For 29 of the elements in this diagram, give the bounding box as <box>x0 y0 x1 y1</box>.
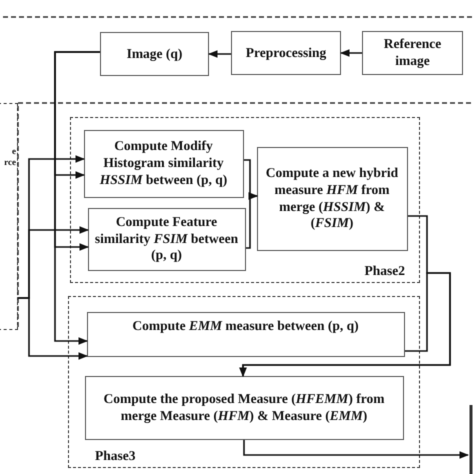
process-box <box>86 312 404 356</box>
source-frame <box>0 103 18 330</box>
process-box <box>84 376 404 440</box>
process-label: Image (q) <box>126 46 182 62</box>
phase-frame <box>68 296 420 468</box>
phase-label: Phase2 <box>364 263 405 280</box>
process-label: Compute Feature similarity FSIM between (p, q) <box>94 214 240 264</box>
phase-frame <box>70 117 420 283</box>
process-box <box>88 208 246 270</box>
process-label: Reference image <box>382 36 442 70</box>
process-label: Compute EMM measure between (p, q) <box>132 318 359 334</box>
process-label: Compute a new hybrid measure HFM from merge (HSSIM) & (FSIM) <box>264 164 400 232</box>
arrow <box>243 440 469 459</box>
process-box <box>256 146 408 250</box>
arrow <box>340 49 362 57</box>
arrow <box>239 272 451 377</box>
arrow <box>246 192 258 249</box>
arrow <box>208 50 231 58</box>
process-label: Compute the proposed Measure (HFEMM) from merge Measure (HFM) & Measure (EMM) <box>102 390 386 424</box>
process-box <box>84 130 244 198</box>
process-box <box>362 31 463 75</box>
process-label: Compute Modify Histogram similarity HSSIM between (p, q) <box>98 138 228 189</box>
arrow <box>18 297 88 360</box>
process-box <box>100 32 209 76</box>
arrow <box>54 51 100 345</box>
phase-label: Phase3 <box>95 448 136 465</box>
process-box <box>231 31 341 75</box>
process-label: Preprocessing <box>246 44 326 62</box>
partial-label: e rce <box>3 146 16 168</box>
